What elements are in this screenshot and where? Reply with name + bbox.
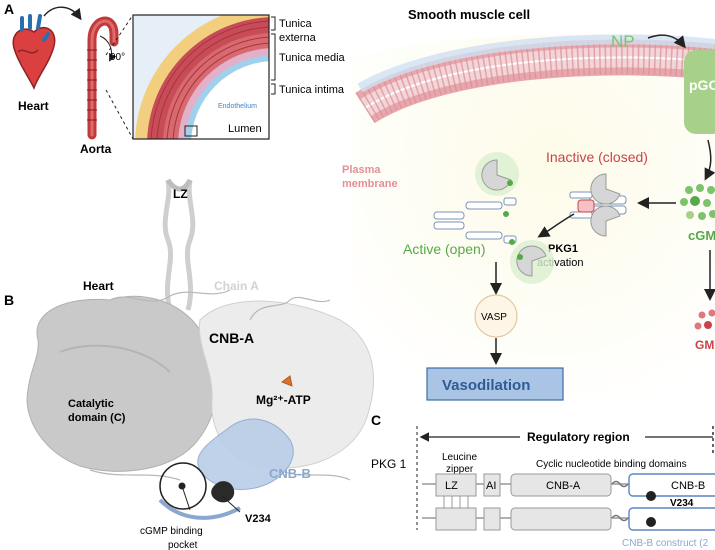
row1-lz-label: LZ — [445, 480, 458, 492]
row1-cnba-box — [510, 473, 612, 497]
panel-b: B LZ Heart Chain A CNB-A Catalytic domai… — [4, 178, 374, 550]
pkg-active — [433, 152, 554, 284]
angle-label: 90° — [110, 52, 125, 63]
chain-a-label: Chain A — [214, 279, 259, 293]
row2-cnbb-box — [628, 507, 715, 531]
gmp-label: GM — [695, 338, 714, 352]
panel-a: A Heart Aorta 90° — [4, 1, 346, 156]
heart-to-aorta-arrow — [43, 6, 82, 21]
tunica-media-label: Tunica media — [279, 52, 346, 64]
pkg1-label: PKG 1 — [371, 457, 407, 471]
row1-lz-box — [435, 473, 477, 497]
cgmp-pocket-line1: cGMP binding — [140, 526, 203, 537]
vasp-label: VASP — [481, 312, 507, 323]
pkg-inactive — [569, 173, 627, 237]
row2-v234-dot — [646, 517, 656, 527]
construct-label: CNB-B construct (2 — [622, 538, 709, 549]
zoom-box — [184, 125, 198, 137]
tunica-externa-line1: Tunica — [279, 18, 312, 30]
vasp-node — [474, 294, 518, 338]
smooth-muscle-cell-panel: Smooth muscle cell NP pGC Plasma membran… — [342, 7, 715, 401]
lz-label: LZ — [173, 187, 188, 201]
vessel-wall-frame — [132, 14, 270, 140]
row2-ai-box — [483, 507, 501, 531]
row1-ai-box — [483, 473, 501, 497]
panel-b-letter: B — [4, 292, 14, 308]
pgc-receptor — [684, 50, 715, 134]
panel-a-letter: A — [4, 1, 14, 17]
helix-ribbons — [89, 289, 351, 481]
np-label: NP — [611, 32, 635, 51]
plasma-membrane-line2: membrane — [342, 178, 398, 190]
vasodilation-box — [426, 367, 564, 401]
heart-icon — [12, 14, 56, 90]
vessel-wall-section — [133, 15, 269, 139]
cgmp-label: cGM — [688, 228, 715, 243]
tunica-externa-line2: externa — [279, 32, 317, 44]
heart-label: Heart — [18, 99, 49, 113]
row1-v234-label: V234 — [670, 498, 694, 509]
activation-arrow — [537, 213, 575, 238]
active-label: Active (open) — [403, 241, 485, 257]
aorta-icon — [87, 16, 119, 140]
v234-residue — [211, 481, 235, 503]
pkg1-activation-line1: PKG1 — [548, 243, 578, 255]
aorta-label: Aorta — [80, 142, 112, 156]
v234-label: V234 — [245, 513, 272, 525]
np-arrow — [647, 34, 686, 49]
zoom-line-top — [105, 14, 134, 56]
catalytic-domain-surface — [26, 295, 219, 472]
row1-cnbb-box — [628, 473, 715, 497]
cnb-b-label: CNB-B — [269, 466, 311, 481]
leucine-zipper-helices — [162, 178, 196, 311]
cnb-domains-label: Cyclic nucleotide binding domains — [536, 459, 687, 470]
gmp-molecules — [694, 309, 715, 330]
layer-brackets — [271, 16, 276, 95]
leucine-zipper-line1: Leucine — [442, 452, 477, 463]
row1-ai-label: AI — [486, 480, 496, 492]
zoom-line-bottom — [105, 89, 134, 140]
row1-cnbb-label: CNB-B — [671, 480, 705, 492]
cgmp-molecules — [680, 184, 715, 220]
mg-atp-label: Mg²⁺-ATP — [256, 393, 311, 407]
dimer-connectors — [443, 496, 469, 508]
lumen-label: Lumen — [228, 123, 262, 135]
cytoplasm — [350, 35, 715, 400]
leucine-zipper-line2: zipper — [446, 464, 474, 475]
panel-b-heart-label: Heart — [83, 279, 114, 293]
cell-title: Smooth muscle cell — [408, 7, 530, 22]
catalytic-label-line1: Catalytic — [68, 398, 114, 410]
rotation-arrow — [99, 35, 117, 62]
panel-c-letter: C — [371, 412, 381, 428]
pgc-to-cgmp-arrow — [704, 139, 715, 181]
cnb-b-ribbon — [197, 418, 294, 490]
plasma-membrane-line1: Plasma — [342, 164, 381, 176]
cgmp-pocket-line2: pocket — [168, 540, 198, 550]
row1-v234-dot — [646, 491, 656, 501]
panel-c: C Regulatory region PKG 1 Leucine zipper… — [371, 412, 715, 549]
cnb-a-label: CNB-A — [209, 330, 254, 346]
pgc-label: pGC — [689, 77, 715, 93]
cgmp-pocket-circle — [159, 462, 207, 510]
row2-cnba-box — [510, 507, 612, 531]
tunica-intima-label: Tunica intima — [279, 84, 345, 96]
row1-cnba-label: CNB-A — [546, 480, 581, 492]
inactive-label: Inactive (closed) — [546, 149, 648, 165]
atp-mark — [280, 375, 293, 387]
catalytic-label-line2: domain (C) — [68, 412, 126, 424]
vasodilation-label: Vasodilation — [442, 377, 530, 394]
row2-lz-box — [435, 507, 477, 531]
endothelium-label: Endothelium — [218, 103, 257, 110]
regulatory-region-label: Regulatory region — [527, 430, 630, 444]
